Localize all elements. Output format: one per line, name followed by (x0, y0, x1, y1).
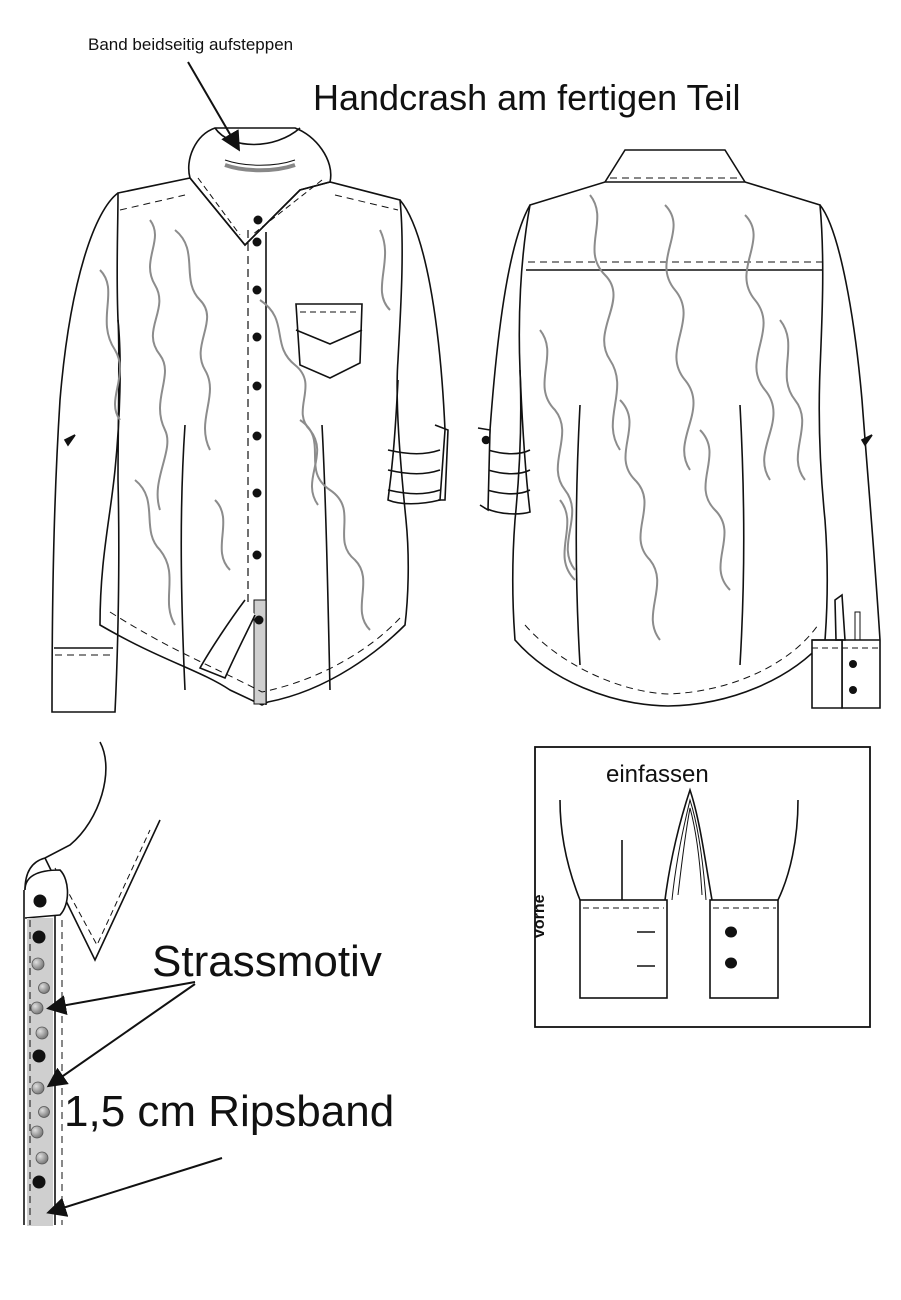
back-view (477, 149, 881, 709)
front-side-note: vorne (531, 894, 548, 938)
rhinestone-note: Strassmotiv (152, 937, 382, 986)
page-title: Handcrash am fertigen Teil (313, 77, 741, 118)
cuff-detail (534, 746, 871, 1028)
front-crinkle-lines (99, 219, 391, 631)
band-topstitch-note: Band beidseitig aufsteppen (88, 35, 294, 54)
front-view (51, 127, 449, 713)
back-cuff-buttons (849, 660, 857, 694)
binding-note: einfassen (606, 761, 709, 788)
front-buttons (252, 215, 264, 625)
back-crinkle-lines (539, 194, 806, 641)
collar-arrow (187, 61, 241, 152)
cuff-buttons (725, 926, 737, 969)
detail-arrows (46, 981, 223, 1217)
ribbon-note: 1,5 cm Ripsband (64, 1087, 395, 1136)
placket-buttons (30, 894, 50, 1189)
